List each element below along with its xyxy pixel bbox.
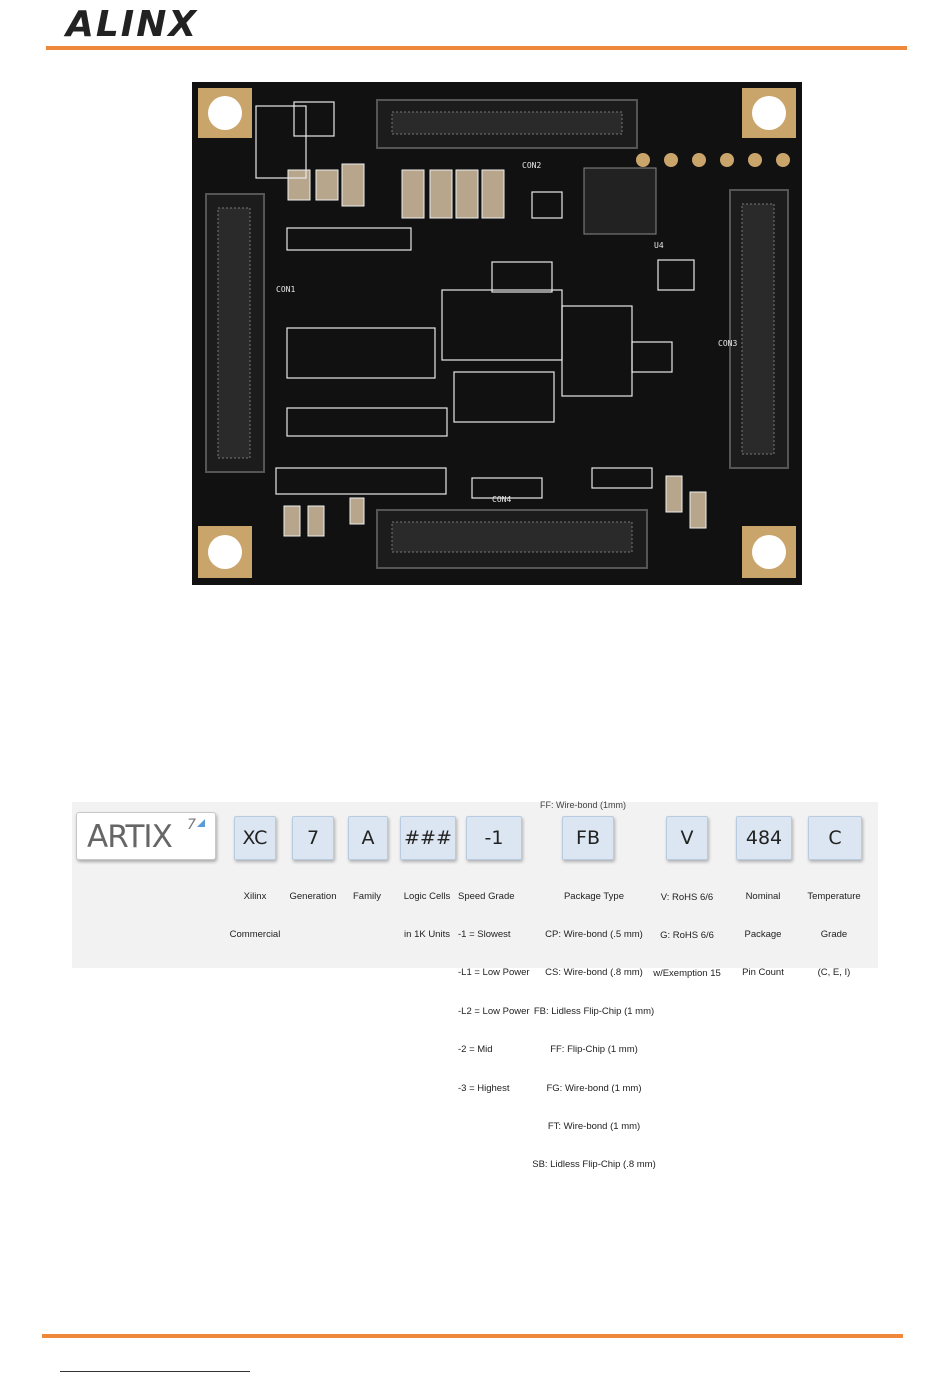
silkscreen-label-con2: CON2 [522, 161, 541, 170]
desc-line: CP: Wire-bond (.5 mm) [545, 928, 643, 940]
desc-xc: Xilinx Commercial [222, 865, 288, 967]
desc-line: Grade [820, 928, 848, 940]
desc-line: Nominal [745, 890, 781, 902]
desc-line: -L1 = Low Power [458, 967, 530, 979]
artix-7-logo: ARTIX 7 [76, 812, 216, 860]
silkscreen-components [255, 101, 695, 499]
footnote-separator [60, 1371, 250, 1372]
footer-rule [42, 1334, 903, 1338]
connector-con2 [376, 99, 638, 149]
mounting-hole [752, 96, 786, 130]
code-box-generation: 7 [292, 816, 334, 860]
header-rule [46, 46, 907, 50]
desc-generation: Generation [280, 865, 346, 929]
desc-line: FF: Flip-Chip (1 mm) [550, 1044, 638, 1056]
desc-line: (C, E, I) [817, 967, 851, 979]
part-number-panel: FF: Wire-bond (1mm) ARTIX 7 XC Xilinx Co… [72, 800, 878, 1170]
desc-package-type: Package Type CP: Wire-bond (.5 mm) CS: W… [528, 865, 660, 1198]
desc-line: FB: Lidless Flip-Chip (1 mm) [533, 1005, 655, 1017]
code-box-package-type: FB [562, 816, 614, 860]
code-box-rohs: V [666, 816, 708, 860]
desc-line: Commercial [229, 928, 281, 940]
silkscreen-label-con1: CON1 [276, 285, 295, 294]
code-box-xc: XC [234, 816, 276, 860]
logo-text: ALINX [66, 4, 199, 45]
code-box-speed-grade: -1 [466, 816, 522, 860]
mounting-hole [752, 535, 786, 569]
desc-line: SB: Lidless Flip-Chip (.8 mm) [532, 1159, 656, 1171]
desc-logic-cells: Logic Cells in 1K Units [394, 865, 460, 967]
silkscreen-label-u4: U4 [654, 241, 664, 250]
desc-line: Logic Cells [403, 890, 451, 902]
connector-con1 [205, 193, 265, 473]
desc-line: Generation [289, 890, 337, 902]
code-box-temperature: C [808, 816, 862, 860]
desc-rohs: V: RoHS 6/6 G: RoHS 6/6 w/Exemption 15 [650, 866, 724, 1007]
desc-line: Family [353, 890, 381, 902]
core-board-photo: CON2 CON4 CON1 CON3 U4 [192, 82, 802, 585]
desc-line: Pin Count [742, 967, 784, 979]
silkscreen-label-con4: CON4 [492, 495, 511, 504]
alinx-logo: ALINX [66, 4, 198, 45]
desc-temperature: Temperature Grade (C, E, I) [800, 865, 868, 1006]
desc-line: in 1K Units [404, 928, 450, 940]
desc-line: w/Exemption 15 [653, 968, 721, 980]
mounting-hole [208, 535, 242, 569]
code-box-logic-cells: ### [400, 816, 456, 860]
desc-line: Speed Grade [458, 890, 515, 902]
desc-line: Xilinx [243, 890, 267, 902]
connector-con4 [376, 509, 648, 569]
test-points [636, 153, 790, 167]
desc-line: FT: Wire-bond (1 mm) [547, 1120, 641, 1132]
code-box-pin-count: 484 [736, 816, 792, 860]
connector-con3 [729, 189, 789, 469]
desc-line: CS: Wire-bond (.8 mm) [545, 967, 643, 979]
artix-logo-word: ARTIX [87, 819, 173, 855]
desc-line: -3 = Highest [458, 1082, 510, 1094]
desc-family: Family [338, 865, 396, 929]
desc-line: Package [744, 928, 782, 940]
desc-line: V: RoHS 6/6 [660, 891, 714, 903]
flash-chip-u4 [583, 167, 657, 235]
desc-line: G: RoHS 6/6 [660, 929, 714, 941]
capacitor-array [283, 163, 707, 537]
desc-line: FG: Wire-bond (1 mm) [546, 1082, 642, 1094]
desc-speed-grade: Speed Grade -1 = Slowest -L1 = Low Power… [458, 865, 534, 1121]
mounting-hole [208, 96, 242, 130]
code-box-family: A [348, 816, 388, 860]
desc-line: Temperature [807, 890, 861, 902]
silkscreen-label-con3: CON3 [718, 339, 737, 348]
artix-logo-superscript: 7 [187, 817, 196, 833]
desc-line: Package Type [563, 890, 625, 902]
desc-pin-count: Nominal Package Pin Count [730, 865, 796, 1006]
clipped-top-text: FF: Wire-bond (1mm) [540, 800, 627, 810]
desc-line: -2 = Mid [458, 1044, 493, 1056]
artix-logo-mark-icon [197, 819, 205, 827]
desc-line: -1 = Slowest [458, 928, 511, 940]
desc-line: -L2 = Low Power [458, 1005, 530, 1017]
